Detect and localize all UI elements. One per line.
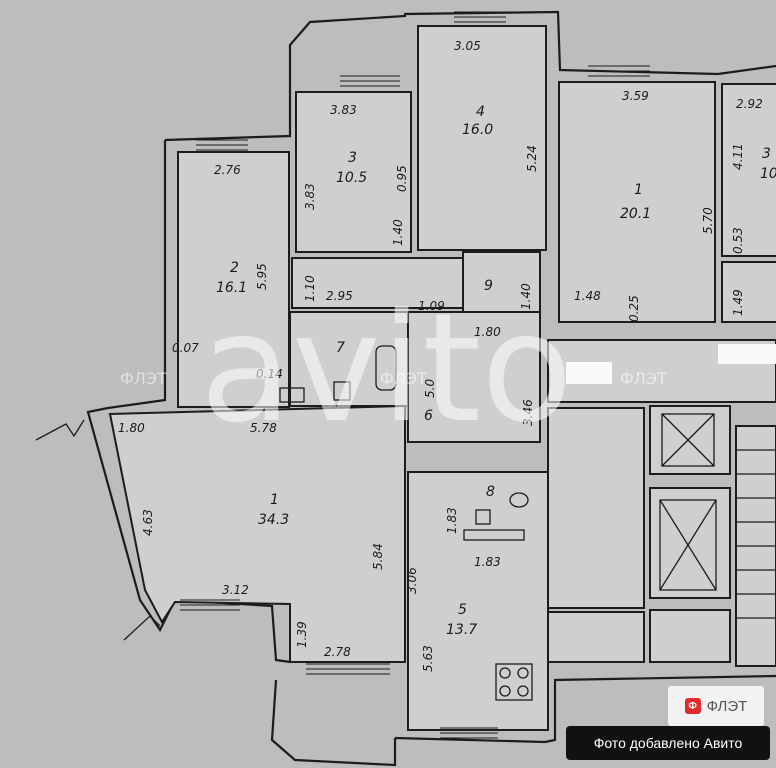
room-9-number: 9: [484, 278, 493, 294]
dim-095: 0.95: [395, 165, 409, 192]
room-8-number: 8: [486, 484, 495, 500]
room-1-right-number: 1: [634, 182, 643, 198]
room-6: [407, 311, 541, 443]
room-3-partial-area: 10: [760, 166, 776, 182]
dimensions: 3.05 3.59 2.92 3.83 2.76 3.83 0.95 1.40 …: [118, 39, 763, 672]
room-3: [295, 91, 412, 253]
room-1-left: [108, 404, 406, 663]
redaction-patch-1: [566, 362, 612, 384]
room-1-left-area: 34.3: [258, 512, 289, 528]
dim-383-top: 3.83: [330, 103, 357, 117]
dim-570: 5.70: [701, 207, 715, 234]
dim-183b: 1.83: [474, 555, 501, 569]
dim-584: 5.84: [371, 543, 385, 570]
dim-180-right: 1.80: [474, 325, 501, 339]
room-2-number: 2: [230, 260, 239, 276]
dim-140a: 1.40: [391, 219, 405, 246]
dim-149: 1.49: [731, 289, 745, 316]
bath-shelf-8: [463, 529, 525, 541]
fixtures: [279, 345, 533, 701]
dim-109: 1.09: [418, 299, 445, 313]
flet-logo-text: ФЛЭТ: [706, 697, 748, 715]
avito-photo-badge: Фото добавлено Авито: [566, 726, 770, 760]
room-2: [177, 151, 290, 408]
dim-383-left: 3.83: [303, 183, 317, 210]
stair-room-b: [547, 611, 645, 663]
dim-359: 3.59: [622, 89, 649, 103]
dim-463: 4.63: [141, 509, 155, 536]
dim-276: 2.76: [214, 163, 241, 177]
room-1-left-number: 1: [270, 492, 279, 508]
room-partial-lower: [721, 261, 776, 323]
room-3-number: 3: [348, 150, 357, 166]
room-4: [417, 25, 547, 251]
dim-563: 5.63: [421, 645, 435, 672]
sink-icon-8: [475, 509, 491, 525]
dim-306: 3.06: [405, 567, 419, 594]
bathtub-icon: [375, 345, 397, 391]
room-3-area: 10.5: [336, 170, 367, 186]
dim-312: 3.12: [222, 583, 249, 597]
toilet-icon-8: [509, 492, 529, 508]
shaft-room: [649, 609, 731, 663]
stair-treads: [736, 449, 776, 619]
dim-524: 5.24: [525, 145, 539, 172]
redaction-patch-2: [718, 344, 776, 364]
room-4-area: 16.0: [462, 122, 493, 138]
watermark-flet-3: ФЛЭТ: [620, 369, 667, 388]
stove-icon: [495, 663, 533, 701]
room-6-number: 6: [424, 408, 433, 424]
dim-278: 2.78: [324, 645, 351, 659]
room-1-right-area: 20.1: [620, 206, 651, 222]
dim-140b: 1.40: [519, 283, 533, 310]
watermark-flet-2: ФЛЭТ: [380, 369, 427, 388]
flet-logo: Ф ФЛЭТ: [668, 686, 764, 726]
dim-007: 0.07: [172, 341, 199, 355]
dim-578: 5.78: [250, 421, 277, 435]
room-3-partial-number: 3: [762, 146, 771, 162]
dim-053: 0.53: [731, 227, 745, 254]
dim-183a: 1.83: [445, 507, 459, 534]
room-9: [462, 251, 541, 313]
room-1-right: [558, 81, 716, 323]
elevator-a: [649, 405, 731, 475]
dim-180-left: 1.80: [118, 421, 145, 435]
dim-025: 0.25: [627, 295, 641, 322]
dim-346: 3.46: [521, 399, 535, 426]
sink-icon: [279, 387, 305, 403]
watermarks: ФЛЭТ ФЛЭТ ФЛЭТ avito: [120, 282, 667, 456]
room-labels: 4 16.0 3 10.5 1 20.1 3 10 2 16.1 9 7 6 1…: [216, 104, 776, 638]
dim-014: 0.14: [256, 367, 283, 381]
room-5: [407, 471, 549, 731]
dim-110: 1.10: [303, 275, 317, 302]
dim-50: 5.0: [423, 379, 437, 398]
dim-305: 3.05: [454, 39, 481, 53]
windows: [180, 11, 650, 739]
outer-walls: [86, 10, 776, 767]
toilet-icon: [333, 381, 351, 401]
room-5-number: 5: [458, 602, 467, 618]
dim-595: 5.95: [255, 263, 269, 290]
room-7-number: 7: [336, 340, 345, 356]
dim-292: 2.92: [736, 97, 763, 111]
elevator-crosses: [659, 413, 717, 591]
watermark-avito: avito: [200, 282, 573, 456]
flet-logo-icon: Ф: [684, 698, 701, 714]
dim-139: 1.39: [295, 621, 309, 648]
room-4-number: 4: [476, 104, 485, 120]
dim-411: 4.11: [731, 143, 745, 170]
room-3-partial: [721, 83, 776, 257]
room-2-area: 16.1: [216, 280, 247, 296]
dim-148: 1.48: [574, 289, 601, 303]
dim-295: 2.95: [326, 289, 353, 303]
room-5-area: 13.7: [446, 622, 477, 638]
stair-room-a: [547, 407, 645, 609]
watermark-flet-1: ФЛЭТ: [120, 369, 167, 388]
balcony-markers: [35, 419, 161, 641]
